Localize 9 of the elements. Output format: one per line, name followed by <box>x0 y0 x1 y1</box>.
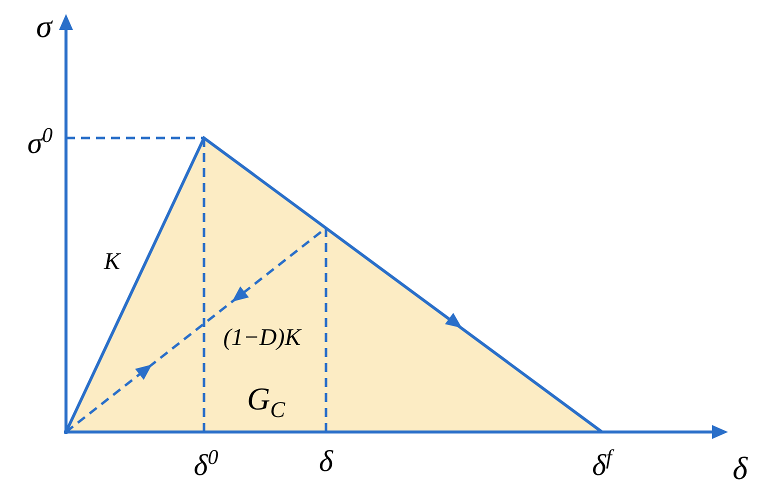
axis-label: σ <box>36 10 52 42</box>
stiffness-label: K <box>104 250 120 274</box>
axis-label: δ <box>732 452 748 484</box>
displacement-label: δ <box>319 447 333 477</box>
peak-stress-label: σ$^{0}$ <box>27 125 53 159</box>
displacement-label: δ$^{0}$ <box>194 447 218 481</box>
displacement-label: δ$^{f}$ <box>592 447 612 481</box>
area-label: G$_{C}$ <box>246 382 286 422</box>
stiffness-label: (1−D)K <box>223 326 301 350</box>
